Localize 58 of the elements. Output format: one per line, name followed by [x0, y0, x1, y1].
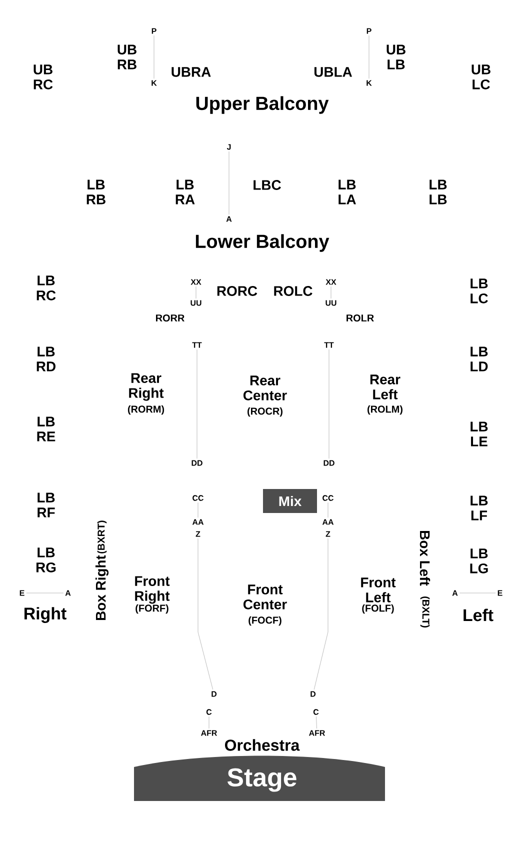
- section-label: LB LB: [430, 180, 447, 204]
- section-label: (ROCR): [248, 407, 282, 417]
- section-label: (RORM): [128, 405, 164, 415]
- section-label: Box Right: [95, 555, 109, 620]
- section-label: RORR: [156, 314, 184, 322]
- row-line: [368, 35, 370, 79]
- section-label: Front Left: [361, 578, 396, 602]
- section-label: UBRA: [172, 67, 211, 77]
- section-label: (FOCF): [248, 616, 282, 626]
- section-label: LB LC: [470, 278, 488, 304]
- section-label: LB LG: [470, 548, 488, 574]
- section-label: Front Right: [135, 576, 170, 604]
- section-label: Rear Center: [243, 376, 287, 400]
- row-line: [330, 286, 332, 299]
- section-label: UBLA: [314, 67, 352, 77]
- section-label: (ROLM): [368, 405, 402, 415]
- section-label: (FORF): [136, 604, 168, 614]
- row-line: [328, 349, 330, 459]
- section-label: UB LB: [386, 44, 406, 70]
- row-line: [314, 538, 328, 690]
- section-label: LB LF: [470, 496, 488, 520]
- row-line: [196, 349, 198, 459]
- section-label: UB RC: [34, 64, 53, 90]
- section-label: LB RD: [36, 346, 56, 372]
- row-line: [228, 151, 230, 215]
- section-label: Upper Balcony: [196, 96, 329, 114]
- mix-booth: Mix: [263, 489, 317, 513]
- section-label: LB LE: [470, 422, 488, 446]
- section-label: Lower Balcony: [196, 234, 330, 252]
- section-label: ROLR: [346, 314, 374, 322]
- section-label: (FOLF): [362, 604, 394, 614]
- section-label: LB RA: [176, 180, 195, 204]
- section-label: LB RC: [36, 276, 56, 300]
- row-line: [198, 538, 214, 690]
- section-label: (BXRT): [97, 520, 107, 554]
- section-label: LB LA: [338, 180, 356, 204]
- section-label: LB RB: [86, 180, 106, 204]
- row-line: [316, 716, 317, 729]
- section-label: LB RF: [38, 492, 55, 518]
- section-label: LB RE: [37, 416, 56, 442]
- section-label: UB LC: [472, 64, 490, 90]
- section-label: Rear Left: [370, 374, 400, 400]
- section-label: LBC: [254, 180, 281, 190]
- section-label: UB RB: [118, 44, 136, 70]
- section-label: LB RG: [36, 548, 56, 572]
- section-label: ROLC: [274, 286, 312, 296]
- section-label: (BXLT): [420, 596, 430, 628]
- row-line: [26, 592, 64, 594]
- section-label: Left: [464, 608, 494, 622]
- section-label: Rear Right: [129, 373, 164, 401]
- section-label: Right: [24, 607, 66, 623]
- stage: Stage: [134, 756, 385, 801]
- row-line: [459, 592, 496, 594]
- section-label: Box Left: [420, 531, 430, 586]
- section-label: Front Center: [243, 584, 287, 610]
- row-line: [208, 716, 210, 729]
- section-label: LB LD: [470, 346, 488, 372]
- section-label: RORC: [217, 286, 258, 296]
